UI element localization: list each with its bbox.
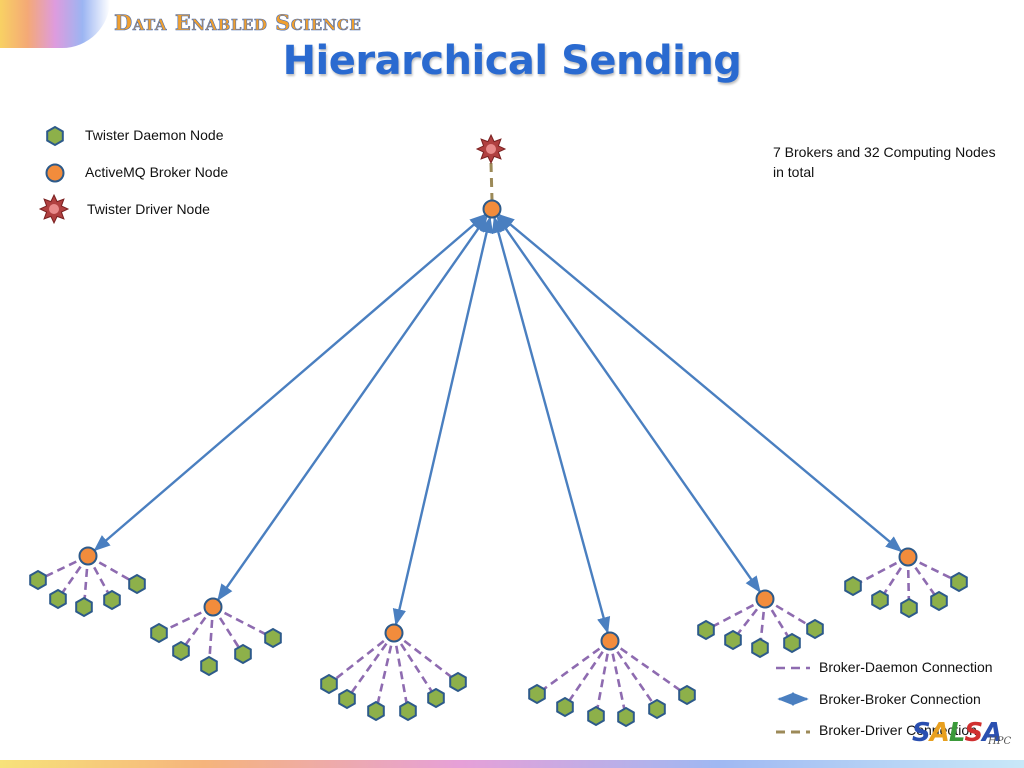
daemon-node (29, 569, 47, 591)
daemon-node (128, 573, 146, 595)
daemon-node (648, 698, 666, 720)
broker-daemon-link (906, 556, 941, 602)
broker-broker-link (497, 213, 903, 553)
daemon-node (264, 627, 282, 649)
legend-daemon-label: Twister Daemon Node (85, 127, 224, 143)
daemon-node (367, 700, 385, 722)
driver-core (49, 204, 59, 214)
broker-broker-link (392, 216, 494, 626)
broker-daemon-link (608, 640, 659, 710)
broker-broker-link (93, 213, 487, 552)
daemon-node (697, 619, 715, 641)
daemon-node (49, 588, 67, 610)
broker-daemon-link (328, 631, 395, 686)
daemon-node (399, 700, 417, 722)
broker-daemon-link (374, 632, 396, 712)
broker-node (384, 623, 404, 643)
daemon-node (930, 590, 948, 612)
root-broker-node (482, 199, 502, 219)
daemon-node (844, 575, 862, 597)
daemon-node (150, 622, 168, 644)
broker-daemon-link (705, 597, 766, 632)
daemon-node (751, 637, 769, 659)
broker-node (898, 547, 918, 567)
broker-daemon-link (211, 606, 245, 655)
broker-daemon-link (158, 605, 214, 635)
broker-node (755, 589, 775, 609)
daemon-node (200, 655, 218, 677)
logo-hpc-text: HPC (988, 736, 1012, 747)
daemon-node (172, 640, 190, 662)
daemon-node (556, 696, 574, 718)
daemon-node (75, 596, 93, 618)
summary-note: 7 Brokers and 32 Computing Nodes in tota… (773, 144, 996, 180)
daemon-node (338, 688, 356, 710)
broker-broker-link (491, 216, 611, 634)
broker-daemon-link (345, 632, 396, 700)
broker-daemon-link (179, 606, 215, 652)
salsa-logo: SALSA (912, 718, 1002, 748)
legend-driver-icon (38, 193, 70, 225)
legend-broker-broker-label: Broker-Broker Connection (819, 691, 981, 707)
daemon-node (617, 706, 635, 728)
legend-driver-label: Twister Driver Node (87, 201, 210, 217)
broker-daemon-link (393, 631, 459, 684)
broker-daemon-link (87, 554, 138, 586)
broker-daemon-link (907, 555, 960, 584)
legend-broker-label: ActiveMQ Broker Node (85, 164, 229, 180)
legend-broker-icon (45, 163, 65, 183)
daemon-node (950, 571, 968, 593)
daemon-node (806, 618, 824, 640)
daemon-node (427, 687, 445, 709)
broker-driver-link (489, 162, 494, 201)
daemon-node (900, 597, 918, 619)
slide-title: Hierarchical Sending (282, 38, 742, 84)
legend-broker-daemon-label: Broker-Daemon Connection (819, 659, 993, 675)
daemon-node (587, 705, 605, 727)
broker-node (78, 546, 98, 566)
driver-core (486, 144, 496, 154)
daemon-node (449, 671, 467, 693)
broker-daemon-link (536, 639, 611, 696)
brand-title: Data Enabled Science (114, 10, 362, 36)
driver-node (475, 133, 507, 165)
broker-daemon-link (852, 555, 909, 588)
daemon-node (528, 683, 546, 705)
broker-daemon-link (764, 597, 816, 631)
daemon-node (320, 673, 338, 695)
broker-daemon-link (609, 639, 688, 697)
footer-bar (0, 760, 1024, 768)
daemon-node (871, 589, 889, 611)
legend-broker-driver-label: Broker-Driver Connection (819, 722, 977, 738)
broker-daemon-link (207, 606, 215, 667)
broker-broker-link (496, 215, 761, 593)
broker-node (203, 597, 223, 617)
daemon-node (724, 629, 742, 651)
broker-daemon-link (212, 605, 274, 640)
daemon-node (103, 589, 121, 611)
daemon-node (234, 643, 252, 665)
broker-node (600, 631, 620, 651)
broker-daemon-link (392, 632, 410, 712)
daemon-node (678, 684, 696, 706)
legend-daemon-icon (46, 125, 64, 147)
broker-daemon-link (563, 640, 612, 708)
daemon-node (783, 632, 801, 654)
